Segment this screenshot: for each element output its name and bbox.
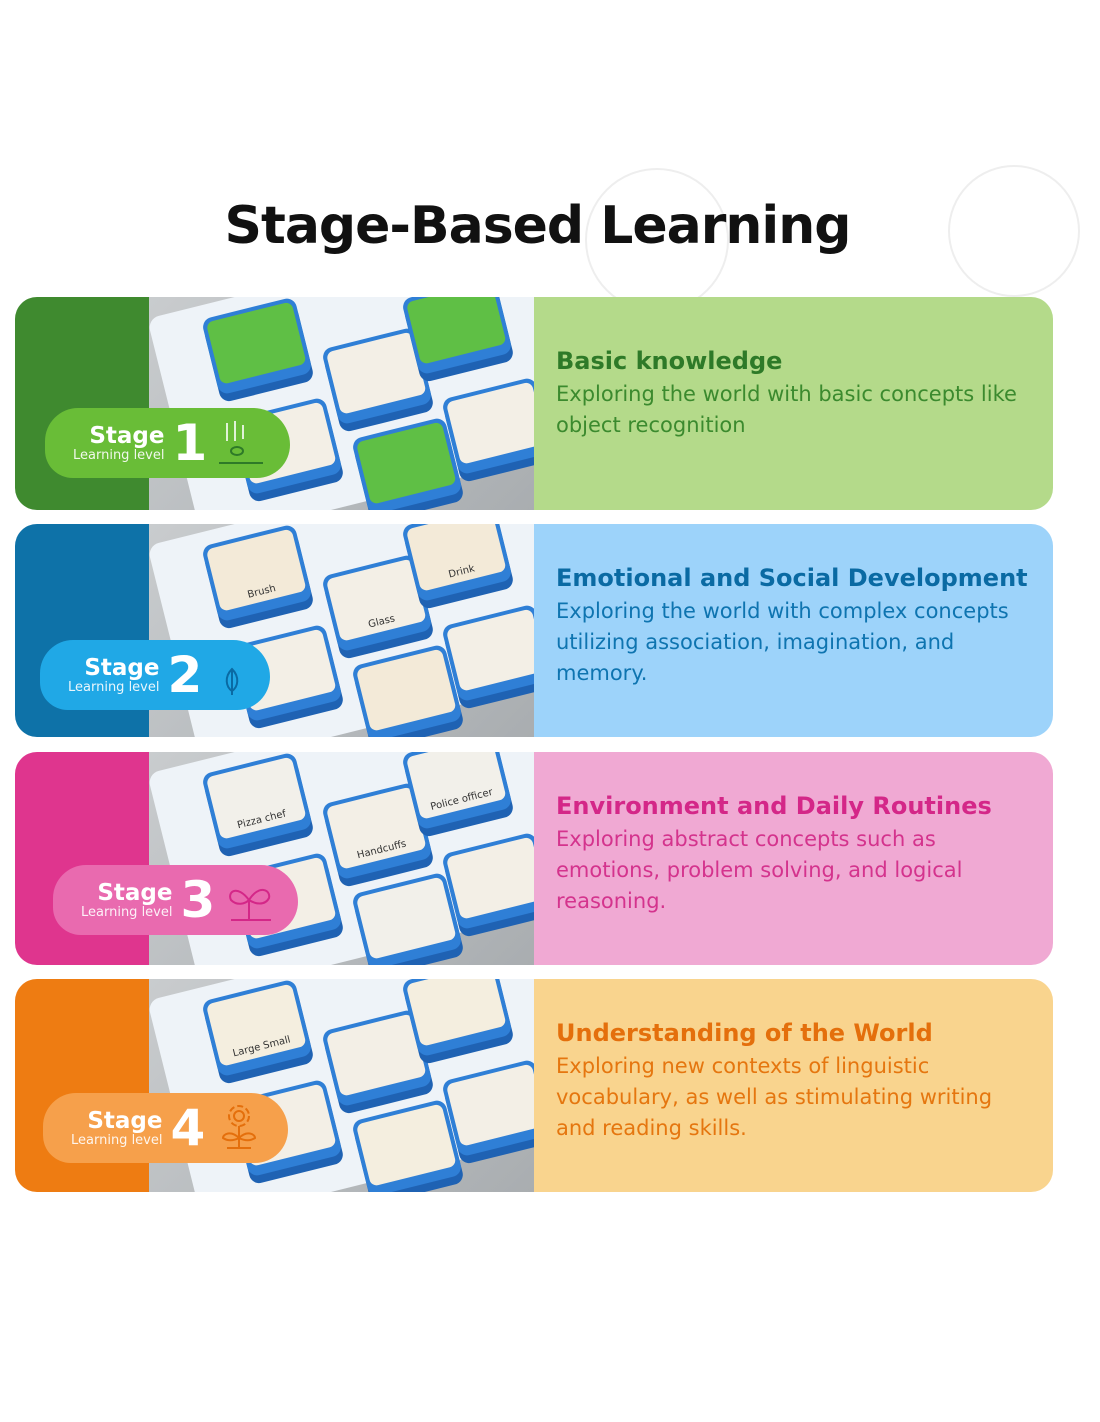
stage-description: Exploring the world with complex concept… <box>556 599 1009 685</box>
stage-card-4: Large Small Stage Learning level 4 Under… <box>15 979 1053 1192</box>
stage-label: Stage <box>89 422 165 449</box>
stage-description: Exploring new contexts of linguistic voc… <box>556 1054 993 1140</box>
stage-badge: Stage Learning level 2 <box>40 640 270 710</box>
learning-level-label: Learning level <box>68 679 160 695</box>
leaf-icon <box>226 667 239 695</box>
tile-label: Glass <box>367 613 397 631</box>
stage-number: 2 <box>167 646 203 704</box>
flower-icon <box>222 1105 257 1149</box>
stage-description-panel: Emotional and Social Development Explori… <box>534 524 1053 737</box>
page-title: Stage-Based Learning <box>224 196 852 256</box>
stage-description-panel: Environment and Daily Routines Exploring… <box>534 752 1053 965</box>
learning-level-label: Learning level <box>71 1132 163 1148</box>
learning-level-label: Learning level <box>73 447 165 463</box>
sprout-seed-icon <box>219 421 264 464</box>
tile-label: Handcuffs <box>355 838 408 862</box>
stage-number: 4 <box>170 1099 206 1157</box>
stage-number: 3 <box>180 871 216 929</box>
stage-badge: Stage Learning level 3 <box>53 865 298 935</box>
stage-title: Emotional and Social Development <box>556 564 1028 592</box>
tile-label: Police officer <box>429 786 494 813</box>
two-leaf-plant-icon <box>229 889 272 921</box>
stage-title: Understanding of the World <box>556 1019 933 1047</box>
stage-number: 1 <box>172 414 208 472</box>
tile-label: Large Small <box>231 1034 292 1060</box>
stage-label: Stage <box>97 879 173 906</box>
tile-label: Drink <box>447 563 477 581</box>
learning-level-label: Learning level <box>81 904 173 920</box>
stage-title: Basic knowledge <box>556 347 783 375</box>
tile-label: Pizza chef <box>236 808 288 832</box>
color-strip <box>15 297 149 510</box>
stage-title: Environment and Daily Routines <box>556 792 992 820</box>
stage-description-panel: Basic knowledge Exploring the world with… <box>534 297 1053 510</box>
stage-card-1: Stage Learning level 1 Basic knowledge E… <box>15 297 1053 510</box>
stage-label: Stage <box>84 654 160 681</box>
stage-description: Exploring the world with basic concepts … <box>556 382 1017 437</box>
stage-label: Stage <box>87 1107 163 1134</box>
stage-badge: Stage Learning level 4 <box>43 1093 288 1163</box>
stage-badge: Stage Learning level 1 <box>45 408 290 478</box>
stage-description-panel: Understanding of the World Exploring new… <box>534 979 1053 1192</box>
background-globe-doodle <box>948 165 1080 297</box>
product-photo <box>149 297 534 510</box>
tile-label: Brush <box>246 583 278 601</box>
stage-description: Exploring abstract concepts such as emot… <box>556 827 963 913</box>
